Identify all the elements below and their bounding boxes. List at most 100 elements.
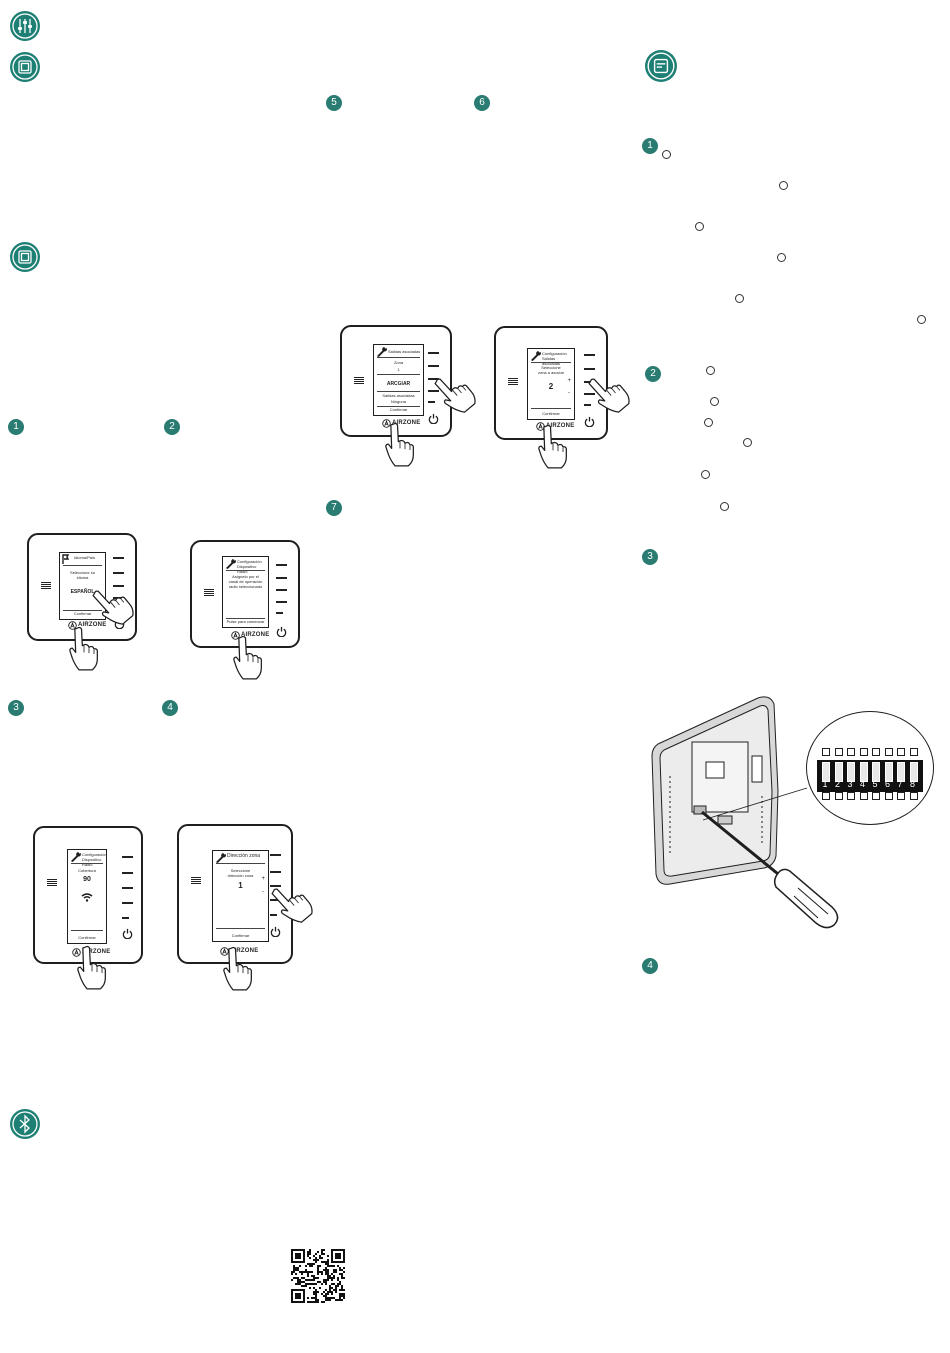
screen-zone: 1 xyxy=(397,367,400,372)
screen-label: Cobertura xyxy=(78,868,96,873)
confirm-label: Confirmar xyxy=(73,611,92,616)
vent-icon xyxy=(508,378,518,386)
screen-value: 1 xyxy=(238,881,243,890)
dip-switch[interactable]: 4 xyxy=(859,748,868,800)
screen-subtitle: Dispositivo Radio xyxy=(237,564,257,574)
screen-line: Seleccione xyxy=(541,365,561,370)
brand-name: AIRZONE xyxy=(82,949,111,955)
brand-name: AIRZONE xyxy=(392,420,421,426)
dip-switch-label: 8 xyxy=(909,779,915,789)
dip-switch-label: 4 xyxy=(859,779,865,789)
screen-title: Configuración xyxy=(82,852,107,857)
flag-icon xyxy=(62,554,70,564)
device-screen: Configuración Dispositivo Radio Cobertur… xyxy=(67,849,107,944)
hand-icon xyxy=(233,635,263,681)
hand-icon xyxy=(223,946,253,992)
confirm-label: Confirmar xyxy=(389,407,408,412)
dip-switch[interactable]: 3 xyxy=(846,748,855,800)
bullet-icon xyxy=(701,470,710,479)
screen-line: Salidas asociadas xyxy=(382,393,415,398)
step-badge: 7 xyxy=(326,500,342,516)
device-screen: Salidas asociadas Zona 1 ARCGIAR Salidas… xyxy=(373,344,424,416)
screen-title: Configuración xyxy=(542,351,567,356)
thermostat-device: Configuración Dispositivo Radio Cobertur… xyxy=(33,826,143,964)
bullet-icon xyxy=(735,294,744,303)
brand-name: AIRZONE xyxy=(546,423,575,429)
wrench-icon xyxy=(215,852,226,863)
dip-switch[interactable]: 1 xyxy=(821,748,830,800)
vent-icon xyxy=(204,589,214,597)
screen-line: zona a asociar xyxy=(537,370,564,375)
thermostat-device: Idioma/País Seleccione su idioma ESPAÑOL… xyxy=(27,533,137,641)
confirm-label: Pulse para comenzar xyxy=(226,619,265,624)
screen-device-icon xyxy=(645,50,677,82)
hand-icon xyxy=(69,626,99,672)
dip-switch-label: 6 xyxy=(884,779,890,789)
bullet-icon xyxy=(720,502,729,511)
wrench-icon xyxy=(530,350,541,361)
bluetooth-icon xyxy=(10,1109,40,1139)
brand-name: AIRZONE xyxy=(241,632,270,638)
bullet-icon xyxy=(695,222,704,231)
wrench-icon xyxy=(225,558,236,569)
hand-icon xyxy=(385,422,415,468)
dip-switch-label: 7 xyxy=(897,779,903,789)
bullet-icon xyxy=(779,181,788,190)
thermostat-device: Configuración Salidas asociadas Seleccio… xyxy=(494,326,608,440)
bullet-icon xyxy=(706,366,715,375)
confirm-label: Confirmar xyxy=(78,935,96,940)
thermostat-device: Configuración Dispositivo Radio Asígnelo… xyxy=(190,540,300,648)
screen-line: dirección zona xyxy=(227,873,254,878)
dip-switch-label: 5 xyxy=(872,779,878,789)
power-button-icon[interactable] xyxy=(270,926,281,937)
screen-line: Seleccione su xyxy=(70,570,95,575)
thermostat-icon xyxy=(10,52,40,82)
screen-subtitle: Dispositivo Radio xyxy=(82,857,102,867)
bullet-icon xyxy=(704,418,713,427)
screen-subtitle: Salidas asociadas xyxy=(542,356,561,366)
bullet-icon xyxy=(662,150,671,159)
wrench-icon xyxy=(70,851,81,862)
power-button-icon[interactable] xyxy=(122,928,133,939)
dip-switch[interactable]: 5 xyxy=(871,748,880,800)
step-badge: 2 xyxy=(164,419,180,435)
step-badge: 6 xyxy=(474,95,490,111)
screen-value: 2 xyxy=(548,382,554,391)
screen-value: ESPAÑOL xyxy=(70,589,95,595)
device-screen: Dirección zona Seleccione dirección zona… xyxy=(212,850,269,942)
dip-switch[interactable]: 8 xyxy=(909,748,918,800)
step-badge: 4 xyxy=(642,958,658,974)
screen-value: 90 xyxy=(83,876,91,883)
vent-icon xyxy=(191,877,201,885)
step-badge: 3 xyxy=(642,549,658,565)
confirm-label: Confirmar xyxy=(542,411,560,416)
screen-label: Zona xyxy=(393,360,404,365)
step-badge: 2 xyxy=(645,366,661,382)
screen-line: Ninguna xyxy=(391,399,406,404)
dip-switch[interactable]: 6 xyxy=(884,748,893,800)
screen-line: canal de operación xyxy=(228,579,263,584)
plus-label: + xyxy=(567,378,571,384)
power-button-icon[interactable] xyxy=(428,413,439,424)
dip-switch[interactable]: 2 xyxy=(834,748,843,800)
qr-code-icon xyxy=(291,1249,345,1303)
screen-title: Configuración xyxy=(237,559,262,564)
plus-label: + xyxy=(261,876,265,882)
step-badge: 1 xyxy=(8,419,24,435)
sliders-icon xyxy=(10,11,40,41)
confirm-label: Confirmar xyxy=(231,933,250,938)
dip-switch-label: 2 xyxy=(834,779,840,789)
screen-line: radio seleccionado xyxy=(228,584,263,589)
bullet-icon xyxy=(710,397,719,406)
back-plate-illustration xyxy=(651,696,839,929)
power-button-icon[interactable] xyxy=(276,626,287,637)
dip-switch[interactable]: 7 xyxy=(896,748,905,800)
thermostat-device: Salidas asociadas Zona 1 ARCGIAR Salidas… xyxy=(340,325,452,437)
step-badge: 3 xyxy=(8,700,24,716)
hand-icon xyxy=(538,424,568,470)
device-screen: Idioma/País Seleccione su idioma ESPAÑOL… xyxy=(59,552,106,620)
screen-title: Idioma/País xyxy=(74,555,96,560)
hand-icon xyxy=(77,945,107,991)
power-button-icon[interactable] xyxy=(584,416,595,427)
screen-title: Dirección zona xyxy=(227,853,261,859)
